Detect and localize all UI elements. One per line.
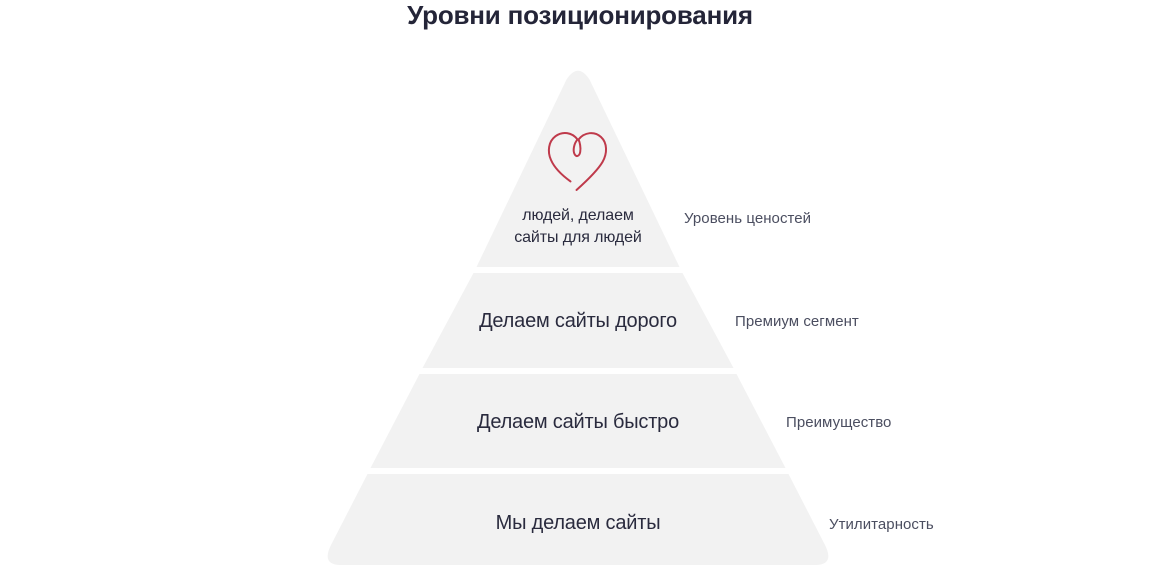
pyramid-level-4-label: Мы делаем сайты	[495, 512, 661, 534]
pyramid-level-2-side-label: Премиум сегмент	[735, 313, 859, 330]
hand-drawn-heart-icon	[545, 128, 611, 198]
pyramid-level-4-side-label: Утилитарность	[829, 516, 934, 533]
pyramid-level-2-shape	[422, 273, 734, 368]
pyramid-level-3-shape	[370, 374, 786, 468]
pyramid-level-3-side-label: Преимущество	[786, 414, 892, 431]
pyramid-level-4-shape	[327, 474, 829, 565]
pyramid-level-2-label: Делаем сайты дорого	[479, 310, 677, 332]
pyramid-level-3-label: Делаем сайты быстро	[476, 411, 680, 433]
pyramid-level-1-side-label: Уровень ценостей	[684, 210, 812, 227]
pyramid-level-1-shape	[476, 70, 680, 267]
page-title: Уровни позиционирования	[407, 0, 753, 30]
pyramid-level-1-label: людей, делаем сайты для людей	[514, 207, 642, 246]
